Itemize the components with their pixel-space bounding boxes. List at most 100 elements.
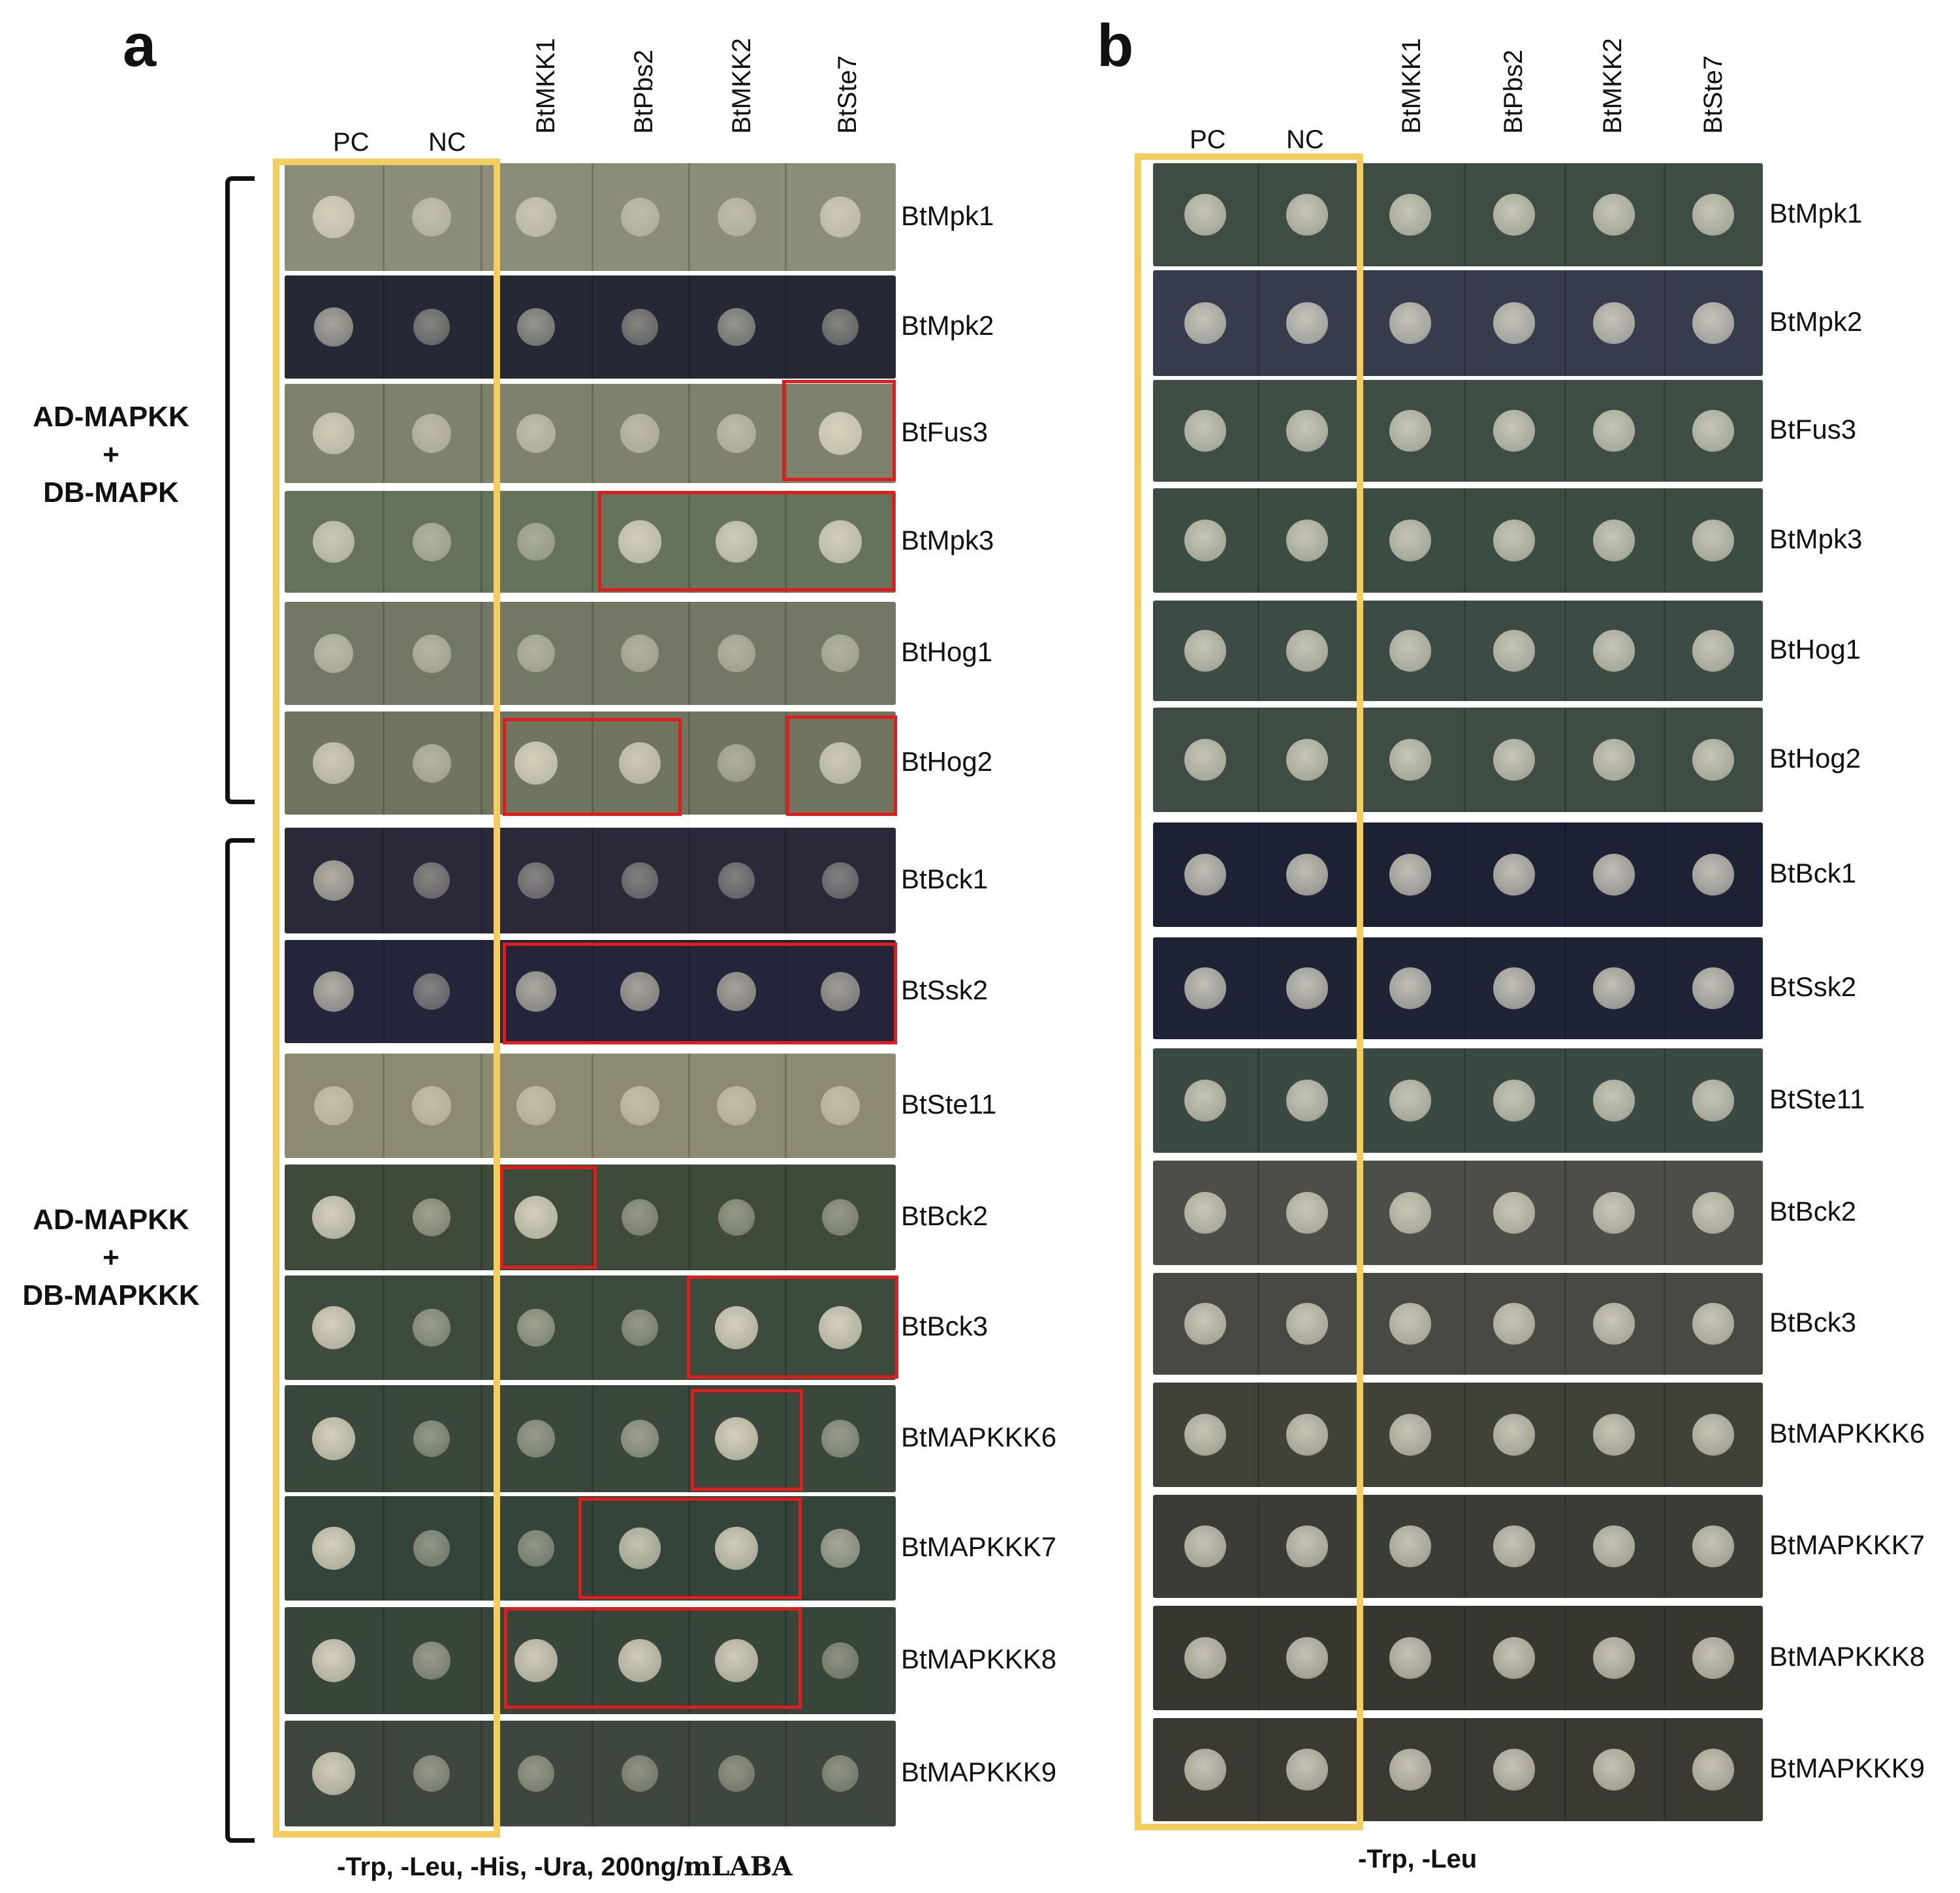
- panel-b-yeast-colony: [1493, 1080, 1535, 1121]
- panel-a-interaction-box: [503, 718, 682, 816]
- panel-b-yeast-colony: [1184, 1414, 1226, 1456]
- panel-a-yeast-colony: [822, 862, 859, 899]
- panel-b-cell-divider: [1564, 1606, 1566, 1710]
- panel-b-letter: b: [1097, 12, 1134, 79]
- panel-a-yeast-colony: [413, 1420, 450, 1458]
- panel-b-yeast-colony: [1493, 520, 1535, 561]
- panel-a-yeast-colony: [516, 1086, 556, 1125]
- panel-a-cell-divider: [688, 491, 690, 593]
- panel-a-row-label: BtMpk1: [901, 200, 994, 231]
- panel-b-yeast-colony: [1286, 1414, 1328, 1456]
- panel-b-yeast-colony: [1593, 1749, 1635, 1791]
- panel-a-yeast-colony: [313, 971, 354, 1012]
- panel-a-interaction-box: [598, 491, 895, 591]
- panel-a-yeast-colony: [312, 1196, 355, 1239]
- panel-b-cell-divider: [1464, 708, 1466, 812]
- panel-a-yeast-colony: [619, 1527, 661, 1569]
- panel-b-cell-divider: [1664, 1718, 1666, 1821]
- panel-a-cell-divider: [592, 1607, 593, 1714]
- panel-b-yeast-colony: [1286, 1525, 1328, 1567]
- panel-b-yeast-colony: [1493, 630, 1535, 672]
- panel-a-yeast-colony: [412, 414, 451, 453]
- panel-b-cell-divider: [1664, 488, 1666, 593]
- panel-a-cell-divider: [592, 940, 593, 1043]
- panel-b-yeast-colony: [1184, 630, 1226, 672]
- panel-a-cell-divider: [481, 1496, 482, 1601]
- panel-b-yeast-colony: [1389, 1192, 1431, 1234]
- panel-a-yeast-colony: [517, 1755, 555, 1792]
- panel-a-cell-divider: [592, 384, 593, 483]
- panel-a-col-btmkk1: BtMKK1: [531, 38, 560, 134]
- panel-b-cell-divider: [1464, 822, 1466, 927]
- panel-a-yeast-colony: [621, 1755, 659, 1792]
- panel-b-row-label: BtMAPKKK9: [1769, 1753, 1925, 1783]
- panel-b-cell-divider: [1664, 163, 1666, 266]
- panel-b-yeast-colony: [1493, 1192, 1535, 1234]
- panel-a-cell-divider: [481, 275, 482, 379]
- panel-b-yeast-colony: [1389, 1414, 1431, 1456]
- panel-a-yeast-colony: [819, 742, 861, 784]
- panel-b-cell-divider: [1464, 1048, 1466, 1153]
- panel-b-yeast-colony: [1493, 967, 1535, 1009]
- panel-b-yeast-colony: [1184, 1303, 1226, 1345]
- panel-a-cell-divider: [688, 712, 690, 815]
- panel-b-yeast-colony: [1286, 967, 1328, 1009]
- panel-a-yeast-colony: [621, 1198, 659, 1236]
- panel-b-yeast-colony: [1389, 194, 1431, 236]
- panel-b-cell-divider: [1664, 937, 1666, 1039]
- panel-a-yeast-colony: [413, 1755, 450, 1792]
- panel-a-yeast-colony: [620, 198, 659, 236]
- panel-b-plate-row: [1153, 163, 1763, 266]
- panel-b-col-pc: PC: [1190, 125, 1226, 154]
- panel-b-cell-divider: [1564, 163, 1566, 266]
- panel-a-cell-divider: [592, 275, 593, 379]
- panel-a-yeast-colony: [413, 973, 450, 1010]
- panel-b-cell-divider: [1664, 1048, 1666, 1153]
- panel-b-yeast-colony: [1286, 739, 1328, 781]
- panel-a-cell-divider: [688, 828, 690, 933]
- panel-a-cell-divider: [383, 384, 385, 483]
- panel-a-cell-divider: [383, 1054, 385, 1158]
- panel-b-yeast-colony: [1184, 302, 1226, 344]
- panel-a-cell-divider: [592, 828, 593, 933]
- panel-a-yeast-colony: [620, 1086, 659, 1125]
- panel-a-yeast-colony: [821, 1420, 859, 1458]
- panel-a-interaction-box: [691, 1389, 803, 1491]
- panel-a-yeast-colony: [718, 862, 755, 899]
- panel-a-interaction-box: [503, 943, 897, 1044]
- panel-a-yeast-colony: [620, 971, 660, 1012]
- panel-a-yeast-colony: [715, 1527, 758, 1570]
- panel-a-cell-divider: [481, 1275, 482, 1380]
- panel-a-cell-divider: [592, 1165, 593, 1270]
- panel-a-interaction-box: [578, 1497, 802, 1599]
- panel-a-yeast-colony: [821, 1755, 859, 1792]
- panel-b-cell-divider: [1257, 1048, 1259, 1153]
- panel-a-cell-divider: [785, 1275, 787, 1380]
- panel-b-yeast-colony: [1286, 302, 1328, 344]
- panel-b-cell-divider: [1664, 1273, 1666, 1375]
- panel-b-yeast-colony: [1389, 739, 1431, 781]
- panel-a-row-label: BtMpk2: [901, 310, 994, 341]
- panel-a-yeast-colony: [516, 196, 556, 238]
- group-plus: +: [103, 1242, 119, 1274]
- panel-a-yeast-colony: [621, 1309, 659, 1347]
- panel-b-yeast-colony: [1593, 410, 1635, 452]
- panel-a-condition-unit: mLABA: [684, 1851, 793, 1882]
- panel-b-cell-divider: [1664, 601, 1666, 701]
- panel-a-yeast-colony: [413, 862, 450, 900]
- panel-a-plate-row: [285, 602, 896, 705]
- panel-b-cell-divider: [1664, 1383, 1666, 1487]
- panel-b-plate-row: [1153, 1383, 1763, 1487]
- panel-a-yeast-colony: [717, 1086, 756, 1125]
- panel-a-yeast-colony: [517, 523, 555, 561]
- panel-a-yeast-colony: [517, 1529, 555, 1567]
- panel-a-row-label: BtSsk2: [901, 975, 988, 1005]
- panel-b-yeast-colony: [1389, 854, 1431, 896]
- panel-a-cell-divider: [592, 712, 593, 815]
- panel-a-yeast-colony: [715, 1306, 758, 1349]
- panel-a-yeast-colony: [715, 520, 758, 563]
- panel-a-cell-divider: [383, 163, 385, 271]
- panel-b-yeast-colony: [1593, 1192, 1635, 1234]
- panel-a-cell-divider: [592, 1054, 593, 1158]
- panel-b-yeast-colony: [1692, 967, 1734, 1009]
